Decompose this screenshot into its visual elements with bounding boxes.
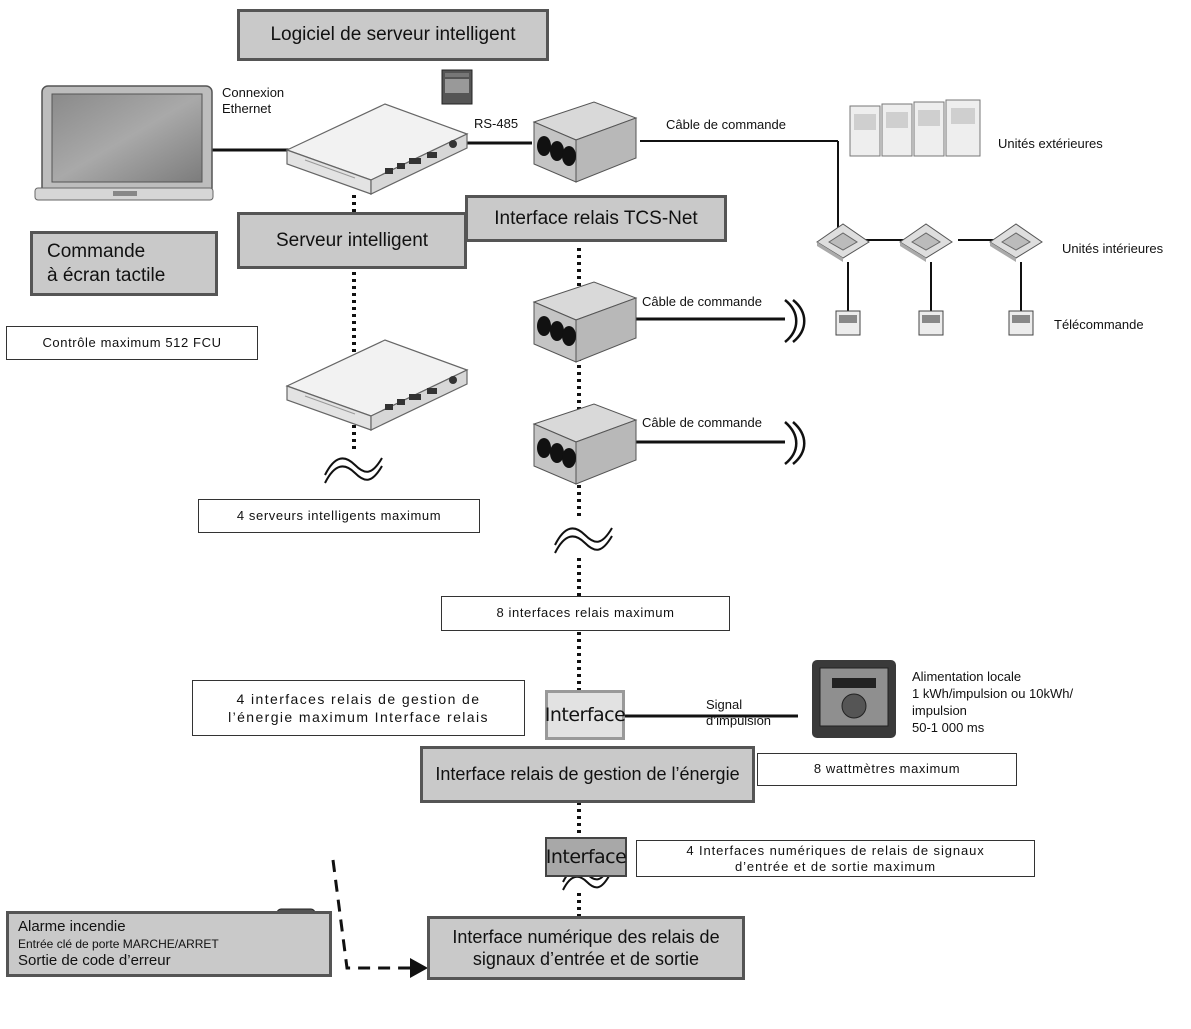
rs485-label: RS-485	[474, 116, 519, 131]
max-wattmeters-label: 8 wattmètres maximum	[813, 761, 961, 777]
energy-relay-label: Interface relais de gestion de l’énergie	[435, 764, 740, 785]
max-digital-line-2: d’entrée et de sortie maximum	[735, 858, 936, 874]
cable-2-break-b	[792, 299, 806, 343]
smart-server-box: Serveur intelligent	[237, 212, 467, 269]
server-break-2	[324, 465, 383, 484]
fire-alarm-line-2: Entrée clé de porte MARCHE/ARRET	[18, 936, 219, 951]
energy-interface-box: Interface	[544, 690, 626, 740]
max-servers-label: 4 serveurs intelligents maximum	[236, 507, 442, 523]
tcs-net-relay-box: Interface relais TCS-Net	[465, 195, 727, 242]
local-power-line-4: 50-1 000 ms	[912, 719, 985, 735]
digital-io-relay-line-2: signaux d’entrée et de sortie	[472, 949, 700, 969]
smart-server-label: Serveur intelligent	[275, 229, 429, 251]
max-servers-note: 4 serveurs intelligents maximum	[198, 499, 480, 533]
max-energy-line-1: 4 interfaces relais de gestion de	[236, 690, 481, 707]
memory-card-icon	[441, 69, 473, 105]
touch-screen-control-box: Commande à écran tactile	[30, 231, 218, 296]
ethernet-label-line-1: Connexion	[222, 85, 285, 100]
pulse-signal-line-1: Signal	[706, 697, 743, 712]
digital-interface-label: Interface	[545, 846, 627, 868]
indoor-units-label: Unités intérieures	[1062, 241, 1164, 256]
control-cable-3-label: Câble de commande	[642, 415, 762, 430]
max-wattmeters-note: 8 wattmètres maximum	[757, 753, 1017, 786]
remote-control-1-icon	[835, 310, 861, 336]
digital-io-relay-box: Interface numérique des relais de signau…	[427, 916, 745, 980]
alarm-arrow-path	[331, 859, 410, 970]
digital-io-relay-line-1: Interface numérique des relais de	[452, 926, 720, 947]
max-energy-relays-note: 4 interfaces relais de gestion de l’éner…	[192, 680, 525, 736]
indoor-unit-3-icon	[989, 223, 1043, 262]
max-digital-relays-note: 4 Interfaces numériques de relais de sig…	[636, 840, 1035, 877]
local-power-line-3: impulsion	[912, 702, 967, 718]
indoor-unit-2-icon	[899, 223, 953, 262]
remote-control-2-icon	[918, 310, 944, 336]
relay-device-2-icon	[532, 281, 638, 363]
touch-screen-line-2: à écran tactile	[47, 264, 166, 286]
server-break-1	[324, 457, 383, 476]
touch-screen-laptop-icon	[34, 85, 214, 201]
pulse-signal-label: Signal d’impulsion	[706, 697, 771, 730]
relay-break-2	[554, 535, 613, 554]
smart-server-software-label: Logiciel de serveur intelligent	[270, 24, 516, 46]
smart-server-device-2-icon	[285, 339, 469, 431]
max-relays-label: 8 interfaces relais maximum	[496, 605, 675, 621]
local-power-label: Alimentation locale 1 kWh/impulsion ou 1…	[912, 669, 1073, 737]
remote-control-3-icon	[1008, 310, 1034, 336]
control-cable-2-label: Câble de commande	[642, 294, 762, 309]
relay-break-4	[562, 875, 610, 891]
fire-alarm-line-3: Sortie de code d’erreur	[18, 951, 171, 969]
local-power-line-2: 1 kWh/impulsion ou 10kWh/	[912, 685, 1074, 701]
wattmeter-icon	[812, 660, 896, 738]
digital-interface-box: Interface	[545, 837, 627, 877]
cable-3-break-a	[784, 421, 798, 465]
remote-label: Télécommande	[1054, 317, 1144, 332]
max-fcu-label: Contrôle maximum 512 FCU	[42, 334, 222, 350]
control-cable-label: Câble de commande	[666, 117, 786, 132]
energy-relay-box: Interface relais de gestion de l’énergie	[420, 746, 755, 803]
max-fcu-note: Contrôle maximum 512 FCU	[6, 326, 258, 360]
tcs-relay-device-icon	[532, 101, 638, 183]
smart-server-software-box: Logiciel de serveur intelligent	[237, 9, 549, 61]
alarm-arrow-head	[410, 958, 428, 978]
max-energy-line-2: l’énergie maximum Interface relais	[228, 709, 489, 725]
max-digital-line-1: 4 Interfaces numériques de relais de sig…	[686, 842, 985, 858]
outdoor-units-label: Unités extérieures	[998, 136, 1103, 151]
smart-server-device-icon	[285, 103, 469, 195]
fire-alarm-box: Alarme incendie Entrée clé de porte MARC…	[6, 911, 332, 977]
cable-2-break-a	[784, 299, 798, 343]
fire-alarm-line-1: Alarme incendie	[18, 917, 126, 935]
touch-screen-line-1: Commande	[47, 240, 146, 262]
max-relays-note: 8 interfaces relais maximum	[441, 596, 730, 631]
energy-interface-label: Interface	[544, 704, 626, 726]
cable-3-break-b	[792, 421, 806, 465]
indoor-unit-1-icon	[816, 223, 870, 262]
relay-break-1	[554, 527, 613, 546]
relay-device-3-icon	[532, 403, 638, 485]
pulse-signal-line-2: d’impulsion	[706, 713, 772, 729]
ethernet-label: Connexion Ethernet	[222, 85, 284, 118]
tcs-net-relay-label: Interface relais TCS-Net	[494, 207, 698, 229]
outdoor-units-icon	[849, 99, 981, 157]
local-power-line-1: Alimentation locale	[912, 669, 1022, 684]
ethernet-label-line-2: Ethernet	[222, 101, 272, 117]
